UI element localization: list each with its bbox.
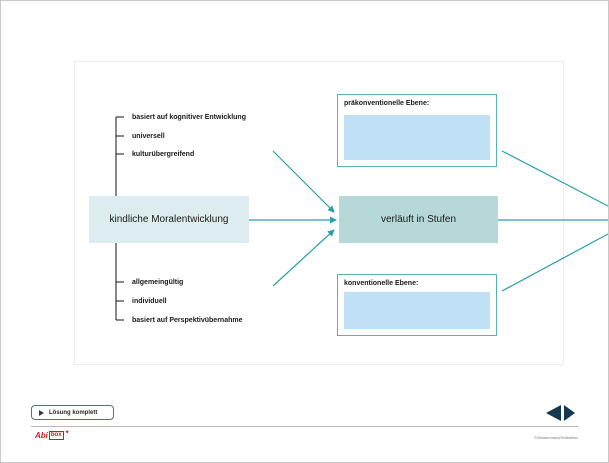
arrow-left-icon[interactable] <box>546 405 561 421</box>
copyright-text: ©Westermann/Hofstetter <box>534 435 578 440</box>
logo-text: Abi <box>35 430 48 440</box>
arrow-right-icon[interactable] <box>564 405 575 421</box>
conventional-level-title: konventionelle Ebene: <box>344 280 419 287</box>
attribute-cognitive-development: basiert auf kognitiver Entwicklung <box>132 114 246 121</box>
complete-solution-label: Lösung komplett <box>49 409 98 416</box>
preconventional-answer-field[interactable] <box>344 115 490 160</box>
logo-spark-icon: ✦ <box>64 429 70 436</box>
conventional-answer-field[interactable] <box>344 292 490 329</box>
complete-solution-button[interactable]: Lösung komplett <box>31 405 114 420</box>
attribute-cross-cultural: kulturübergreifend <box>132 151 195 158</box>
preconventional-level-title: präkonventionelle Ebene: <box>344 100 430 107</box>
attribute-universal: universell <box>132 133 165 140</box>
moral-development-source-box: kindliche Moralentwicklung <box>89 196 249 243</box>
attribute-individual: individuell <box>132 298 167 305</box>
attribute-generally-valid: allgemeingültig <box>132 279 184 286</box>
play-icon <box>39 409 44 416</box>
stages-target-box: verläuft in Stufen <box>339 196 498 243</box>
attribute-perspective-taking: basiert auf Perspektivübernahme <box>132 317 243 324</box>
preconventional-level-box: präkonventionelle Ebene: <box>337 94 497 167</box>
logo-box-text: box <box>48 430 64 440</box>
abibox-logo: Abi box ✦ <box>35 430 70 440</box>
conventional-level-box: konventionelle Ebene: <box>337 274 497 336</box>
footer-divider <box>31 426 578 427</box>
